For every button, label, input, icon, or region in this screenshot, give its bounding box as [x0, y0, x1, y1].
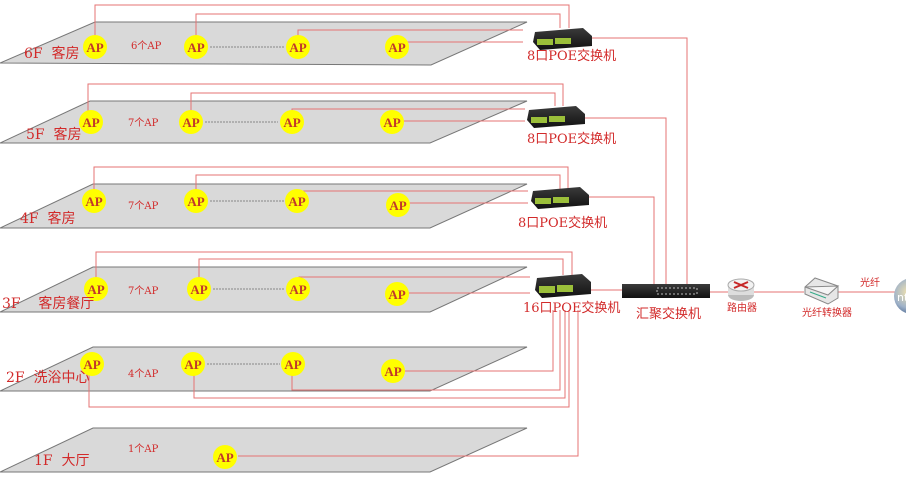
svg-text:AP: AP — [384, 364, 401, 379]
ap-count-3f: 7个AP — [128, 285, 159, 297]
media-converter-label: 光纤转换器 — [802, 306, 852, 319]
svg-text:AP: AP — [383, 115, 400, 130]
poe-switch-label-4f: 8口POE交换机 — [518, 215, 607, 231]
poe-switch-label-6f: 8口POE交换机 — [527, 48, 616, 64]
ap-count-2f: 4个AP — [128, 368, 159, 380]
poe-switch-5f[interactable] — [527, 106, 585, 128]
svg-text:AP: AP — [190, 282, 207, 297]
ap-node[interactable]: AP — [213, 445, 237, 469]
core-switch-label: 汇聚交换机 — [636, 306, 701, 322]
floor-label-4f: 4F 客房 — [20, 210, 76, 227]
svg-text:nt: nt — [897, 291, 906, 304]
wires-1f — [238, 310, 579, 457]
ap-node[interactable]: AP — [285, 189, 309, 213]
svg-text:AP: AP — [289, 282, 306, 297]
poe-switch-4f[interactable] — [531, 187, 589, 209]
core-switch[interactable] — [622, 284, 710, 298]
ap-node[interactable]: AP — [380, 110, 404, 134]
internet-globe-icon: nt — [894, 279, 906, 313]
ap-count-6f: 6个AP — [131, 40, 162, 52]
svg-text:AP: AP — [283, 115, 300, 130]
ap-node[interactable]: AP — [386, 193, 410, 217]
svg-text:AP: AP — [289, 40, 306, 55]
ap-count-4f: 7个AP — [128, 200, 159, 212]
svg-text:AP: AP — [388, 40, 405, 55]
svg-text:AP: AP — [85, 194, 102, 209]
ap-count-1f: 1个AP — [128, 443, 159, 455]
svg-text:AP: AP — [87, 282, 104, 297]
svg-text:AP: AP — [82, 115, 99, 130]
svg-text:AP: AP — [288, 194, 305, 209]
ap-node[interactable]: AP — [184, 189, 208, 213]
poe-switch-label-5f: 8口POE交换机 — [527, 131, 616, 147]
router[interactable] — [727, 278, 755, 301]
svg-text:AP: AP — [284, 357, 301, 372]
svg-text:AP: AP — [83, 357, 100, 372]
ap-node[interactable]: AP — [381, 359, 405, 383]
floor-label-5f: 5F 客房 — [26, 126, 82, 143]
floor-label-3f: 3F 客房餐厅 — [2, 295, 94, 312]
ap-node[interactable]: AP — [280, 110, 304, 134]
floor-label-1f: 1F 大厅 — [34, 453, 90, 469]
svg-text:AP: AP — [182, 115, 199, 130]
poe-switch-3f[interactable] — [535, 274, 591, 298]
ap-node[interactable]: AP — [179, 110, 203, 134]
wires-2f — [88, 310, 570, 408]
router-label: 路由器 — [727, 301, 757, 314]
floor-label-2f: 2F 洗浴中心 — [6, 370, 90, 386]
ap-node[interactable]: AP — [286, 35, 310, 59]
ap-node[interactable]: AP — [385, 35, 409, 59]
floor-1f-slab — [0, 427, 528, 473]
ap-node[interactable]: AP — [286, 277, 310, 301]
ap-node[interactable]: AP — [181, 352, 205, 376]
floor-label-6f: 6F 客房 — [24, 45, 80, 62]
ap-node[interactable]: AP — [84, 277, 108, 301]
ap-node[interactable]: AP — [83, 35, 107, 59]
ap-node[interactable]: AP — [82, 189, 106, 213]
fiber-label: 光纤 — [860, 276, 880, 289]
svg-text:AP: AP — [187, 40, 204, 55]
wires-3f — [95, 251, 622, 294]
ap-node[interactable]: AP — [187, 277, 211, 301]
svg-text:AP: AP — [388, 287, 405, 302]
svg-text:AP: AP — [184, 357, 201, 372]
svg-text:AP: AP — [389, 198, 406, 213]
ap-node[interactable]: AP — [80, 352, 104, 376]
media-converter[interactable] — [804, 277, 840, 305]
ap-node[interactable]: AP — [281, 352, 305, 376]
ap-nodes: AP AP AP AP AP AP AP AP AP AP AP AP AP A… — [79, 35, 410, 469]
ap-node[interactable]: AP — [385, 282, 409, 306]
svg-text:AP: AP — [187, 194, 204, 209]
poe-switch-6f[interactable] — [533, 28, 592, 50]
svg-text:AP: AP — [216, 450, 233, 465]
ap-node[interactable]: AP — [79, 110, 103, 134]
poe-switch-label-3f: 16口POE交换机 — [523, 300, 620, 316]
ap-count-5f: 7个AP — [128, 117, 159, 129]
svg-text:AP: AP — [86, 40, 103, 55]
ap-node[interactable]: AP — [184, 35, 208, 59]
